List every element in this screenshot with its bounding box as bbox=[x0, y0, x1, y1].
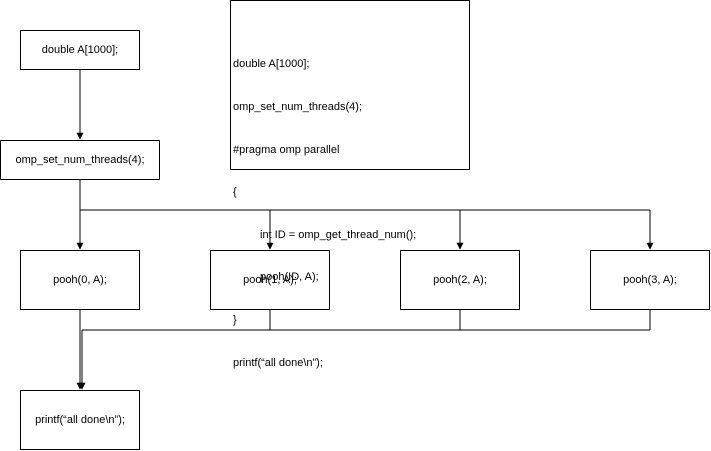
node-pooh-3: pooh(3, A); bbox=[590, 250, 710, 310]
node-pooh-1-label: pooh(1, A); bbox=[243, 274, 297, 286]
code-line: #pragma omp parallel bbox=[233, 143, 340, 156]
code-line: } bbox=[233, 314, 237, 327]
node-pooh-1: pooh(1, A); bbox=[210, 250, 330, 310]
code-line: int ID = omp_get_thread_num(); bbox=[260, 228, 417, 241]
code-listing-box: double A[1000]; omp_set_num_threads(4); … bbox=[230, 0, 470, 369]
node-set-threads: omp_set_num_threads(4); bbox=[0, 140, 160, 180]
code-line: omp_set_num_threads(4); bbox=[233, 101, 363, 114]
code-listing: double A[1000]; omp_set_num_threads(4); … bbox=[233, 29, 416, 398]
node-decl: double A[1000]; bbox=[20, 30, 140, 70]
code-line: printf(“all done\n”); bbox=[233, 356, 323, 369]
node-decl-label: double A[1000]; bbox=[41, 44, 119, 56]
node-pooh-2-label: pooh(2, A); bbox=[433, 274, 487, 286]
node-print: printf(“all done\n”); bbox=[20, 390, 140, 450]
node-pooh-3-label: pooh(3, A); bbox=[623, 274, 677, 286]
node-pooh-2: pooh(2, A); bbox=[400, 250, 520, 310]
code-line: double A[1000]; bbox=[233, 58, 310, 71]
code-line: pooh(ID, A); bbox=[260, 271, 319, 284]
node-pooh-0-label: pooh(0, A); bbox=[53, 274, 107, 286]
code-line: { bbox=[233, 186, 237, 199]
node-set-threads-label: omp_set_num_threads(4); bbox=[15, 154, 145, 166]
node-pooh-0: pooh(0, A); bbox=[20, 250, 140, 310]
node-print-label: printf(“all done\n”); bbox=[35, 414, 125, 426]
